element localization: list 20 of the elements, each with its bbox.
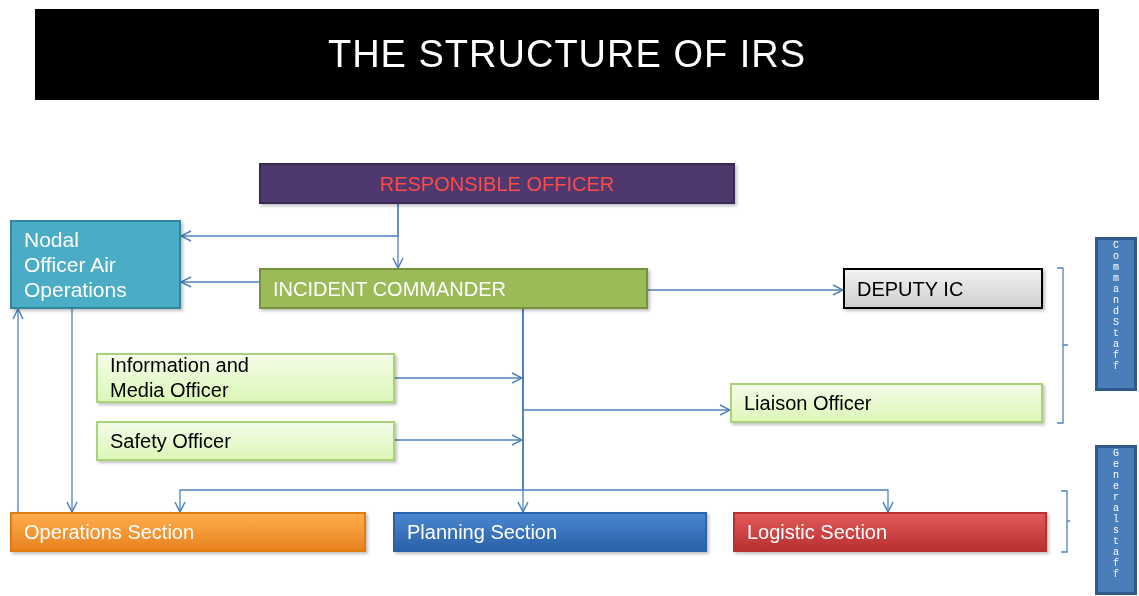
section-box: Logistic Section (733, 512, 1047, 552)
officer-box: RESPONSIBLE OFFICER (259, 163, 735, 204)
officer-box: Information and Media Officer (96, 353, 395, 403)
staff-label-bar: Command Staff (1095, 237, 1137, 391)
officer-box: Nodal Officer Air Operations (10, 220, 181, 309)
section-box: Planning Section (393, 512, 707, 552)
commander-box: INCIDENT COMMANDER (259, 268, 648, 309)
arrow (394, 434, 523, 446)
arrow (12, 308, 24, 513)
staff-label-bar: General staff (1095, 445, 1137, 595)
title-banner: THE STRUCTURE OF IRS (35, 9, 1099, 100)
officer-box: Safety Officer (96, 421, 395, 461)
arrow (392, 203, 404, 269)
section-box: Operations Section (10, 512, 366, 552)
arrow (66, 308, 78, 513)
arrow (394, 372, 523, 384)
deputy-box: DEPUTY IC (843, 268, 1043, 309)
arrow (647, 284, 844, 296)
arrow (180, 276, 260, 288)
officer-box: Liaison Officer (730, 383, 1043, 423)
